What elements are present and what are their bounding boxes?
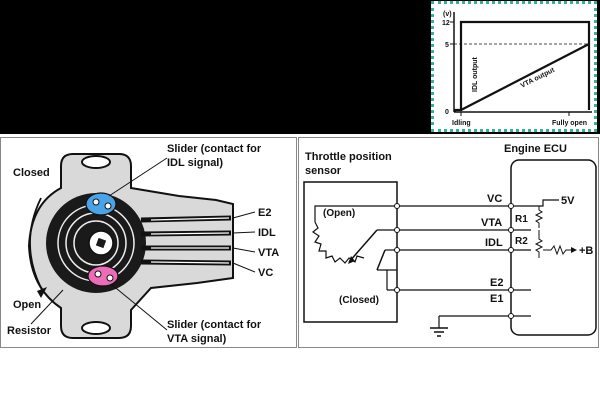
inner-track	[73, 220, 119, 266]
bottom-mounting-hole	[81, 321, 111, 335]
r2-resistor	[534, 236, 544, 258]
terminal-label-idl: IDL	[258, 227, 276, 239]
terminal-label-vta: VTA	[258, 247, 279, 259]
open-label: (Open)	[323, 208, 355, 219]
vta-wiper-tip	[348, 256, 355, 264]
idl-slider-leader	[108, 157, 168, 197]
top-mounting-hole	[81, 155, 111, 169]
open-label: Open	[13, 299, 41, 311]
closed-label: (Closed)	[339, 295, 379, 306]
rotation-arrow	[29, 197, 42, 289]
r2-label: R2	[515, 236, 528, 247]
vta-wiper	[348, 229, 378, 263]
resistor-track	[311, 221, 365, 264]
closed-label: Closed	[13, 167, 50, 179]
ecu-5v-label: 5V	[561, 195, 575, 207]
graph-y-tick-12: 12	[442, 20, 450, 27]
graph-svg: (v) 12 5 0 IDL output VTA output Idling …	[442, 11, 592, 127]
vta-output-line	[460, 43, 590, 111]
pin-label-vta: VTA	[481, 217, 502, 229]
terminal-label-e2: E2	[258, 207, 271, 219]
graph-y-tick-5: 5	[445, 42, 449, 49]
resistor-leader	[30, 289, 64, 325]
graph-y-unit: (v)	[443, 11, 452, 18]
terminal-label-vc: VC	[258, 267, 273, 279]
vta-slider-label-line1: Slider (contact for	[167, 319, 262, 331]
terminal-label-leaders	[232, 211, 256, 273]
idl-slider	[85, 192, 117, 216]
sensor-illustration-svg: Closed Open Resistor Slider (contact for…	[7, 143, 279, 345]
graph-x-label-fully-open: Fully open	[552, 120, 587, 127]
sensor-illustration-panel: Closed Open Resistor Slider (contact for…	[0, 137, 297, 348]
rotation-arrow-head	[37, 287, 47, 298]
terminal-nodes	[394, 203, 514, 319]
idl-output-line	[453, 20, 591, 112]
output-voltage-graph: (v) 12 5 0 IDL output VTA output Idling …	[431, 1, 597, 132]
ecu-title: Engine ECU	[504, 143, 567, 155]
vc-lead	[314, 205, 397, 222]
idl-contact	[376, 249, 386, 271]
graph-x-label-idling: Idling	[452, 120, 471, 127]
tps-title-line2: sensor	[305, 165, 342, 177]
pin-label-vc: VC	[487, 193, 502, 205]
signal-wires	[387, 205, 531, 317]
vta-slider	[87, 265, 119, 287]
idl-output-label: IDL output	[472, 56, 479, 92]
resistor-label: Resistor	[7, 325, 52, 337]
graph-y-tick-0: 0	[445, 109, 449, 116]
vta-slider-leader	[110, 283, 168, 331]
r1-label: R1	[515, 214, 528, 225]
pin-label-e1: E1	[490, 293, 503, 305]
pin-label-e2: E2	[490, 277, 503, 289]
terminal-lead-highlights	[150, 217, 230, 264]
plus-b-resistor	[543, 244, 571, 256]
tps-title-line1: Throttle position	[305, 151, 392, 163]
circuit-diagram-panel: Throttle position sensor Engine ECU (Ope…	[298, 137, 599, 348]
blank-bottom-area	[0, 350, 600, 400]
circuit-diagram-svg: Throttle position sensor Engine ECU (Ope…	[303, 143, 597, 337]
idl-slider-label-line1: Slider (contact for	[167, 143, 262, 155]
plus-b-label: +B	[579, 245, 593, 257]
rotor-shaft	[95, 237, 107, 249]
vta-slider-label-line2: VTA signal)	[167, 333, 227, 345]
plus-b-arrow	[571, 247, 577, 253]
r1-resistor	[534, 206, 544, 228]
ecu-5v-bus	[531, 199, 559, 207]
pin-label-idl: IDL	[485, 237, 503, 249]
idl-slider-label-line2: IDL signal)	[167, 157, 223, 169]
